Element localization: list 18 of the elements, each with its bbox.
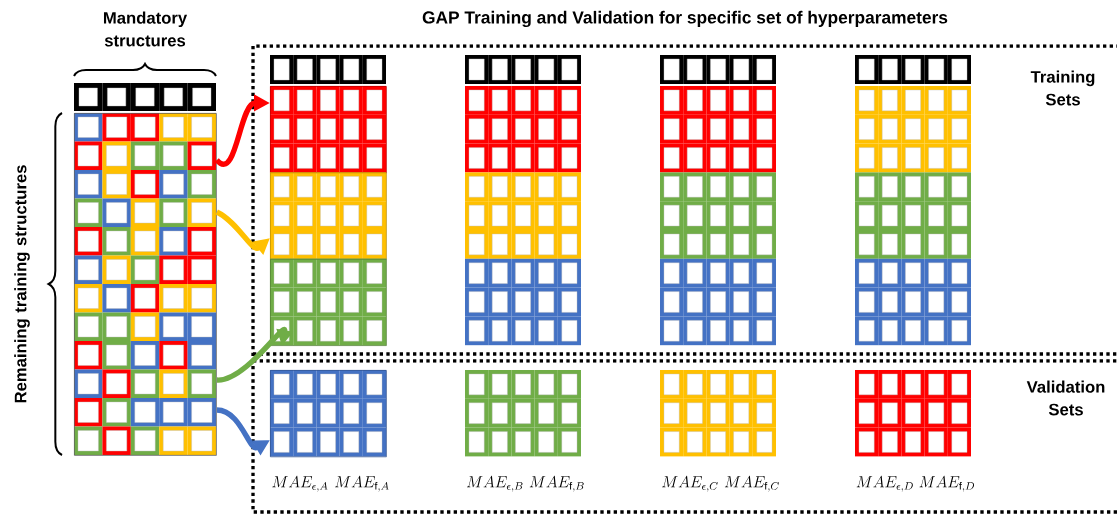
error-formula: $MAE_{\epsilon,B}$ bbox=[466, 475, 523, 492]
error-formula: $MAE_{\mathrm{f},C}$ bbox=[724, 475, 779, 492]
structure-grid bbox=[270, 86, 387, 174]
structure-grid bbox=[270, 172, 387, 260]
structure-grid bbox=[74, 113, 217, 456]
label: Remaining training structures bbox=[14, 165, 30, 403]
label: Validation Sets bbox=[1026, 380, 1105, 416]
label: Training Sets bbox=[1030, 70, 1095, 106]
structure-grid bbox=[270, 370, 387, 458]
label: Mandatory structures bbox=[104, 11, 188, 47]
error-formula: $MAE_{\epsilon,C}$ bbox=[662, 475, 718, 492]
error-formula: $MAE_{\mathrm{f},A}$ bbox=[335, 475, 389, 492]
title: GAP Training and Validation for specific set of hyperparameters bbox=[422, 10, 948, 28]
error-formula: $MAE_{\epsilon,A}$ bbox=[272, 475, 328, 492]
error-formula: $MAE_{\epsilon,D}$ bbox=[856, 475, 913, 492]
structure-grid bbox=[270, 258, 387, 346]
error-formula: $MAE_{\mathrm{f},D}$ bbox=[919, 475, 974, 492]
error-formula: $MAE_{\mathrm{f},B}$ bbox=[529, 475, 584, 492]
